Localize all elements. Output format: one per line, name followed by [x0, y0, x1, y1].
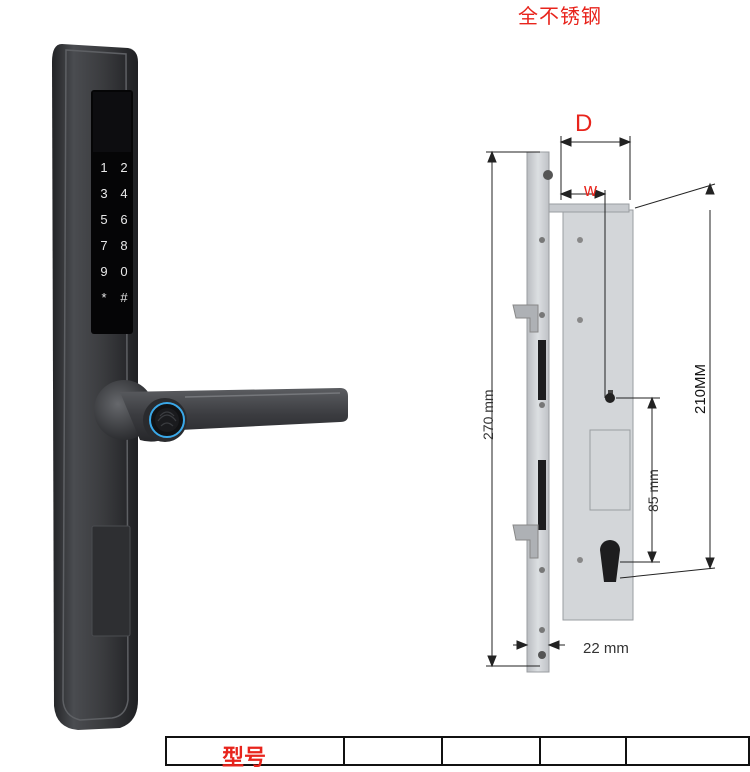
dimension-spindle-to-cylinder: 85 mm [645, 469, 661, 512]
key-cover [91, 525, 131, 637]
fingerprint-sensor-icon [149, 402, 185, 438]
lock-case [562, 209, 634, 621]
dimension-depth-label: D [575, 110, 593, 137]
dimension-faceplate-width: 22 mm [583, 640, 629, 657]
dimension-lines [486, 136, 716, 668]
handle-spindle-hole [605, 393, 615, 403]
spec-table-header-model: 型号 [222, 746, 267, 771]
dimension-width-label: w [584, 180, 597, 200]
dimension-body-height: 210MM [692, 363, 709, 414]
lower-hook-bolt [512, 524, 539, 559]
dimension-overall-height: 270 mm [480, 389, 496, 440]
upper-hook-bolt [512, 304, 539, 333]
smart-lock-illustration [52, 44, 348, 730]
material-title: 全不锈钢 [518, 4, 602, 28]
mortise-lock-diagram [486, 136, 716, 673]
faceplate [526, 151, 550, 673]
cylinder-hole [600, 540, 620, 582]
